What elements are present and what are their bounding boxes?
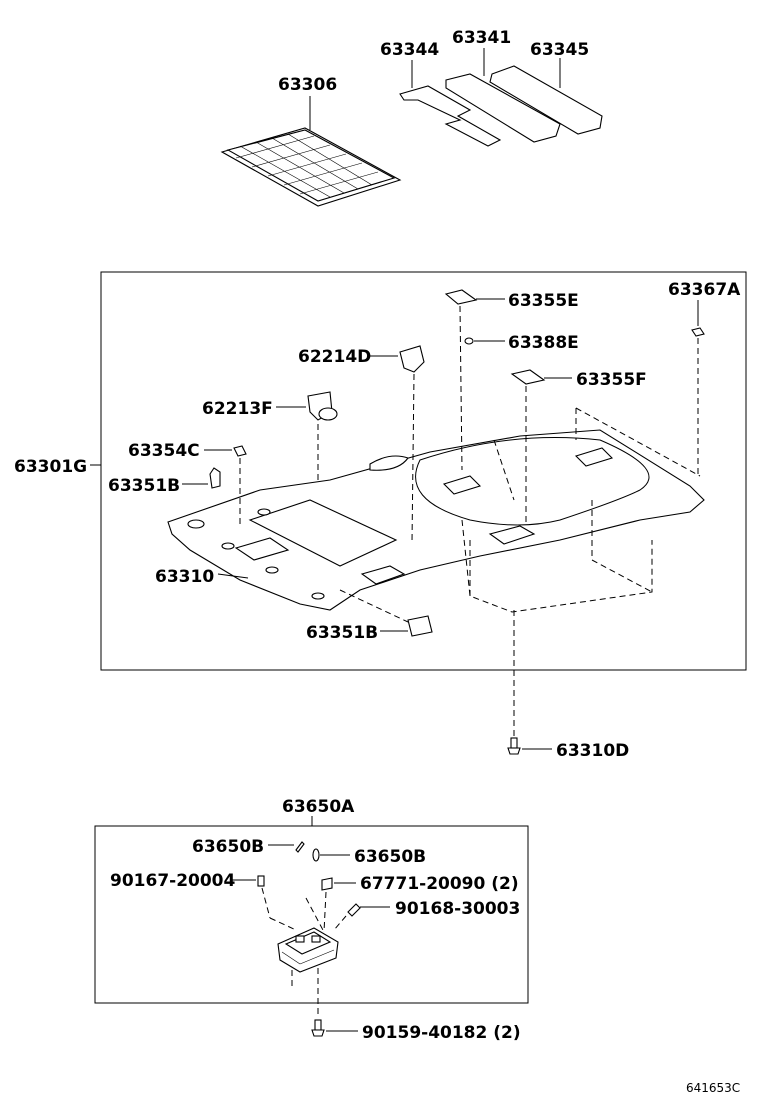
label-62213F: 62213F (202, 399, 273, 419)
label-63351B-bottom: 63351B (306, 623, 378, 643)
dash-90167b (269, 917, 297, 931)
label-90168: 90168-30003 (395, 899, 520, 919)
dash-67771b (305, 897, 325, 933)
leader-63310 (217, 573, 249, 579)
pad-63345 (489, 65, 603, 135)
label-90167: 90167-20004 (110, 871, 236, 891)
label-63341: 63341 (452, 28, 511, 48)
label-63355E: 63355E (508, 291, 579, 311)
dash-63351B-bottom (339, 589, 409, 623)
label-63344: 63344 (380, 40, 439, 60)
map-lamp-assembly (277, 927, 339, 973)
label-63301G: 63301G (14, 457, 87, 477)
headliner-63310 (167, 429, 705, 611)
holder-62213F (307, 391, 338, 421)
label-63355F: 63355F (576, 370, 647, 390)
dash-62214D (411, 373, 415, 543)
label-63650B-right: 63650B (354, 847, 426, 867)
label-63367A: 63367A (668, 280, 741, 300)
clip-63351B-top (209, 467, 221, 489)
screw-90168 (347, 903, 361, 917)
pad-63341 (445, 73, 561, 143)
lens-63650B-right (312, 848, 320, 862)
assist-grip-62214D (399, 345, 425, 373)
label-90159: 90159-40182 (2) (362, 1023, 521, 1043)
label-63388E: 63388E (508, 333, 579, 353)
clip-63388E (464, 337, 474, 345)
label-63351B-top: 63351B (108, 476, 180, 496)
clip-63351B-bottom (407, 615, 433, 637)
pad-63355E (444, 289, 478, 305)
label-63310D: 63310D (556, 741, 629, 761)
pad-63344 (399, 85, 502, 147)
dash-63388E (493, 439, 515, 501)
label-62214D: 62214D (298, 347, 371, 367)
label-63345: 63345 (530, 40, 589, 60)
label-63354C: 63354C (128, 441, 200, 461)
bulb-67771 (321, 877, 333, 891)
label-67771: 67771-20090 (2) (360, 874, 519, 894)
label-63310: 63310 (155, 567, 214, 587)
clip-63354C (233, 445, 247, 457)
label-63650B-left: 63650B (192, 837, 264, 857)
clip-63367A (691, 327, 705, 337)
headliner-group-box (100, 271, 747, 671)
label-63306: 63306 (278, 75, 337, 95)
dash-90168 (333, 915, 347, 931)
pad-63355F (510, 369, 546, 385)
dash-63355E (459, 305, 463, 471)
lens-63650B-left (295, 841, 305, 853)
screw-90167 (257, 875, 265, 887)
dash-90167 (261, 887, 271, 919)
figure-code: 641653C (686, 1081, 740, 1095)
clip-63310D (507, 737, 521, 755)
dashed-volume (461, 407, 701, 613)
screw-90159 (311, 1019, 325, 1037)
label-63650A: 63650A (282, 797, 355, 817)
map-lamp-group-box (94, 825, 529, 1004)
dash-67771 (323, 891, 327, 933)
roof-panel-63306 (220, 127, 402, 207)
